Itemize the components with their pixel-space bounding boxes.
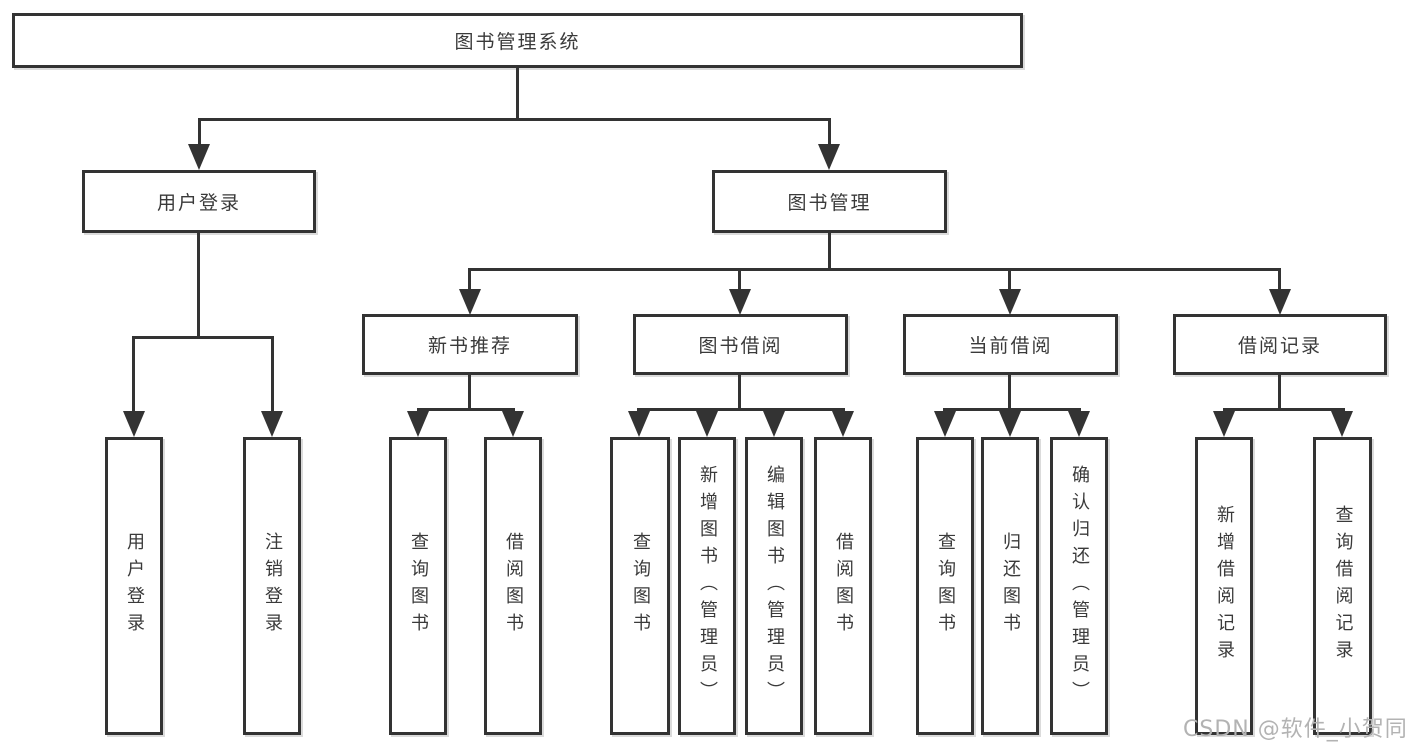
- leaf-borrow-books-recommend: 借阅图书: [484, 437, 542, 735]
- arrow-down-icon: [832, 411, 854, 437]
- arrow-down-icon: [1331, 411, 1353, 437]
- node-current-borrowing: 当前借阅: [903, 314, 1118, 375]
- node-label: 编辑图书（管理员）: [764, 464, 785, 708]
- connector-line: [1008, 375, 1011, 408]
- leaf-borrow-books: 借阅图书: [814, 437, 872, 735]
- arrow-down-icon: [188, 144, 210, 170]
- node-label: 归还图书: [1000, 532, 1021, 640]
- arrow-down-icon: [934, 411, 956, 437]
- node-label: 查询图书: [408, 532, 429, 640]
- connector-line: [828, 233, 831, 268]
- leaf-search-books-borrowing: 查询图书: [610, 437, 670, 735]
- connector-line: [468, 375, 471, 408]
- csdn-watermark: CSDN @软件_小贺同学: [1183, 717, 1405, 742]
- node-label: 借阅记录: [1237, 335, 1322, 357]
- node-user-login: 用户登录: [82, 170, 316, 233]
- connector-line: [738, 375, 741, 408]
- arrow-down-icon: [123, 411, 145, 437]
- node-label: 新增借阅记录: [1214, 505, 1235, 667]
- connector-line: [468, 271, 471, 290]
- connector-line: [1008, 271, 1011, 290]
- leaf-add-borrow-record: 新增借阅记录: [1195, 437, 1253, 735]
- connector-line: [132, 339, 135, 411]
- node-borrowing-records: 借阅记录: [1173, 314, 1387, 375]
- node-label: 用户登录: [156, 192, 241, 214]
- node-label: 查询图书: [630, 532, 651, 640]
- arrow-down-icon: [999, 289, 1021, 315]
- node-label: 图书借阅: [698, 335, 783, 357]
- node-label: 新书推荐: [427, 335, 512, 357]
- arrow-down-icon: [261, 411, 283, 437]
- connector-line: [943, 408, 1081, 411]
- node-label: 确认归还（管理员）: [1069, 464, 1090, 708]
- node-book-management: 图书管理: [712, 170, 947, 233]
- node-new-book-recommendation: 新书推荐: [362, 314, 578, 375]
- connector-line: [1223, 408, 1345, 411]
- node-label: 注销登录: [262, 532, 283, 640]
- leaf-user-login: 用户登录: [105, 437, 163, 735]
- arrow-down-icon: [407, 411, 429, 437]
- connector-line: [1278, 271, 1281, 290]
- arrow-down-icon: [818, 144, 840, 170]
- arrow-down-icon: [729, 289, 751, 315]
- connector-line: [132, 336, 274, 339]
- leaf-search-books-recommend: 查询图书: [389, 437, 447, 735]
- connector-line: [516, 68, 519, 118]
- node-label: 借阅图书: [833, 532, 854, 640]
- connector-line: [417, 408, 515, 411]
- leaf-add-books-admin: 新增图书（管理员）: [678, 437, 736, 735]
- connector-line: [1278, 375, 1281, 408]
- leaf-return-books: 归还图书: [981, 437, 1039, 735]
- node-label: 图书管理系统: [454, 31, 581, 53]
- arrow-down-icon: [999, 411, 1021, 437]
- connector-line: [828, 121, 831, 146]
- node-label: 当前借阅: [968, 335, 1053, 357]
- arrow-down-icon: [1213, 411, 1235, 437]
- leaf-search-borrow-record: 查询借阅记录: [1313, 437, 1372, 735]
- node-label: 查询借阅记录: [1332, 505, 1354, 667]
- arrow-down-icon: [763, 411, 785, 437]
- connector-line: [468, 268, 1281, 271]
- leaf-edit-books-admin: 编辑图书（管理员）: [745, 437, 803, 735]
- node-label: 查询图书: [935, 532, 956, 640]
- connector-line: [198, 118, 831, 121]
- arrow-down-icon: [502, 411, 524, 437]
- connector-line: [271, 339, 274, 411]
- arrow-down-icon: [1068, 411, 1090, 437]
- leaf-logout-login: 注销登录: [243, 437, 301, 735]
- arrow-down-icon: [1269, 289, 1291, 315]
- node-library-management-system: 图书管理系统: [12, 13, 1023, 68]
- node-book-borrowing: 图书借阅: [633, 314, 848, 375]
- connector-line: [637, 408, 845, 411]
- arrow-down-icon: [696, 411, 718, 437]
- connector-line: [198, 121, 201, 146]
- node-label: 借阅图书: [503, 532, 524, 640]
- node-label: 图书管理: [787, 192, 872, 214]
- node-label: 用户登录: [124, 532, 145, 640]
- connector-line: [738, 271, 741, 290]
- connector-line: [197, 233, 200, 336]
- leaf-search-books-current: 查询图书: [916, 437, 974, 735]
- arrow-down-icon: [628, 411, 650, 437]
- leaf-confirm-return-admin: 确认归还（管理员）: [1050, 437, 1108, 735]
- node-label: 新增图书（管理员）: [697, 464, 718, 708]
- arrow-down-icon: [459, 289, 481, 315]
